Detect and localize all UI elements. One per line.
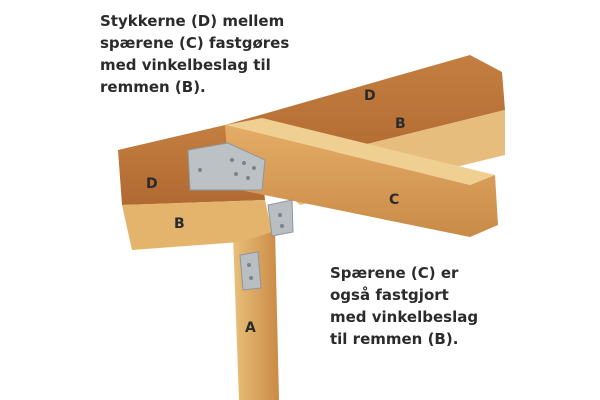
beam-b-left — [122, 200, 272, 250]
label-d-left: D — [146, 176, 158, 192]
rafter-c — [225, 125, 498, 237]
label-c: C — [389, 192, 400, 208]
caption-line: også fastgjort — [330, 286, 449, 304]
angle-bracket-top — [187, 142, 266, 191]
caption-line: med vinkelbeslag til — [100, 56, 271, 74]
caption-line: spærene (C) fastgøres — [100, 34, 290, 52]
angle-bracket-mid — [267, 199, 294, 237]
caption-top: Stykkerne (D) mellem spærene (C) fastgør… — [100, 10, 289, 98]
caption-line: til remmen (B). — [330, 330, 459, 348]
angle-bracket-post — [239, 251, 262, 291]
label-b-left: B — [174, 216, 185, 232]
label-a: A — [245, 320, 256, 336]
caption-line: remmen (B). — [100, 78, 206, 96]
bracket-holes — [198, 158, 284, 280]
caption-bottom: Spærene (C) er også fastgjort med vinkel… — [330, 262, 478, 350]
label-b-right: B — [395, 116, 406, 132]
rafter-c-top — [225, 118, 495, 185]
label-d-right: D — [364, 88, 376, 104]
caption-line: Stykkerne (D) mellem — [100, 12, 285, 30]
caption-line: Spærene (C) er — [330, 264, 459, 282]
caption-line: med vinkelbeslag — [330, 308, 479, 326]
